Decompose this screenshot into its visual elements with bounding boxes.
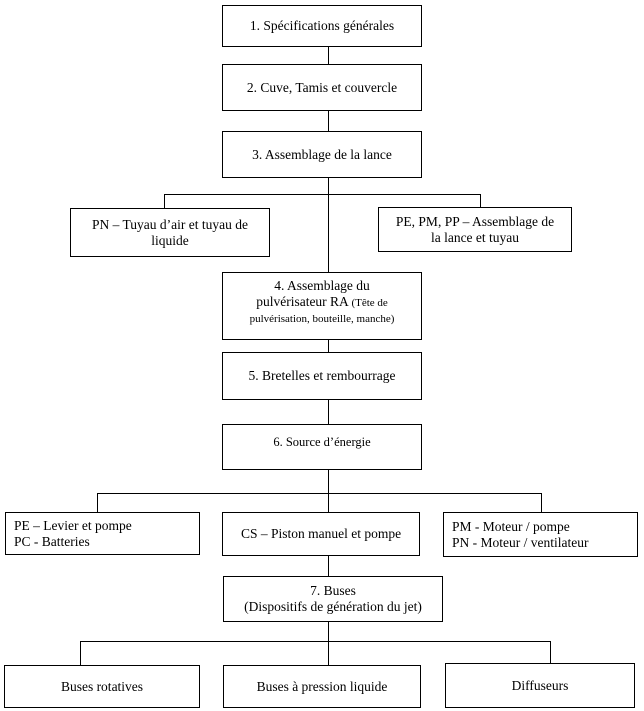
node-label-line2: pulvérisateur RA (Tête de [256, 294, 388, 309]
node-label: 1. Spécifications générales [249, 18, 395, 33]
connector-n5-n6 [328, 400, 329, 424]
node-buses-pression-liquide: Buses à pression liquide [223, 665, 421, 708]
node-label-line1: PN – Tuyau d’air et tuyau de [92, 216, 248, 232]
node-label: Diffuseurs [511, 677, 569, 693]
node-label-line1: PE, PM, PP – Assemblage de [395, 213, 555, 229]
node-label-line1: 4. Assemblage du [274, 278, 370, 293]
node-label-line2: PC - Batteries [14, 533, 90, 549]
node-cuve-tamis-couvercle: 2. Cuve, Tamis et couvercle [222, 64, 422, 111]
connector-n7-buses [328, 622, 329, 665]
node-source-energie: 6. Source d’énergie [222, 424, 422, 470]
node-pn-tuyau-air-liquide: PN – Tuyau d’air et tuyau de liquide [70, 208, 270, 257]
node-label-line1: PM - Moteur / pompe [452, 518, 570, 534]
node-cs-piston-manuel-pompe: CS – Piston manuel et pompe [222, 512, 420, 556]
node-pm-moteur-pn-ventilateur: PM - Moteur / pompe PN - Moteur / ventil… [443, 512, 638, 557]
branch-lance-drop-right [480, 194, 481, 207]
node-bretelles-rembourrage: 5. Bretelles et rembourrage [222, 352, 422, 400]
node-label: 6. Source d’énergie [273, 435, 371, 449]
node-label-line2: (Dispositifs de génération du jet) [244, 599, 422, 614]
node-diffuseurs: Diffuseurs [445, 663, 635, 708]
connector-n4-n5 [328, 340, 329, 352]
node-label-line2: liquide [151, 232, 189, 248]
node-label: CS – Piston manuel et pompe [240, 526, 402, 541]
node-assemblage-pulverisateur-ra: 4. Assemblage du pulvérisateur RA (Tête … [222, 272, 422, 340]
node-label-line1: 7. Buses [310, 583, 356, 598]
branch-buses-horizontal [80, 641, 550, 642]
connector-n6-cs [328, 470, 329, 512]
node-label: Buses à pression liquide [256, 678, 388, 694]
node-specifications-generales: 1. Spécifications générales [222, 5, 422, 47]
branch-buses-drop-left [80, 641, 81, 665]
node-pe-levier-pc-batteries: PE – Levier et pompe PC - Batteries [5, 512, 200, 555]
node-label: Buses rotatives [60, 678, 144, 694]
branch-lance-drop-left [164, 194, 165, 208]
node-label-line2: la lance et tuyau [430, 229, 520, 245]
branch-lance-horizontal [164, 194, 480, 195]
node-label-line1: PE – Levier et pompe [14, 517, 132, 533]
connector-n1-n2 [328, 47, 329, 64]
branch-energie-drop-left [97, 493, 98, 512]
node-buses-dispositifs: 7. Buses (Dispositifs de génération du j… [223, 576, 443, 622]
branch-energie-drop-right [541, 493, 542, 512]
node-pe-pm-pp-assemblage: PE, PM, PP – Assemblage de la lance et t… [378, 207, 572, 252]
branch-buses-drop-right [550, 641, 551, 663]
node-label: 3. Assemblage de la lance [252, 146, 392, 162]
connector-n3-n4 [328, 178, 329, 272]
node-label: 5. Bretelles et rembourrage [248, 368, 396, 383]
connector-n2-n3 [328, 111, 329, 131]
node-label-line3: pulvérisation, bouteille, manche) [249, 313, 395, 325]
connector-cs-n7 [328, 556, 329, 576]
node-assemblage-lance: 3. Assemblage de la lance [222, 131, 422, 178]
node-label-line2: PN - Moteur / ventilateur [452, 534, 589, 550]
node-label: 2. Cuve, Tamis et couvercle [246, 79, 398, 95]
branch-energie-horizontal [97, 493, 542, 494]
node-buses-rotatives: Buses rotatives [4, 665, 200, 708]
